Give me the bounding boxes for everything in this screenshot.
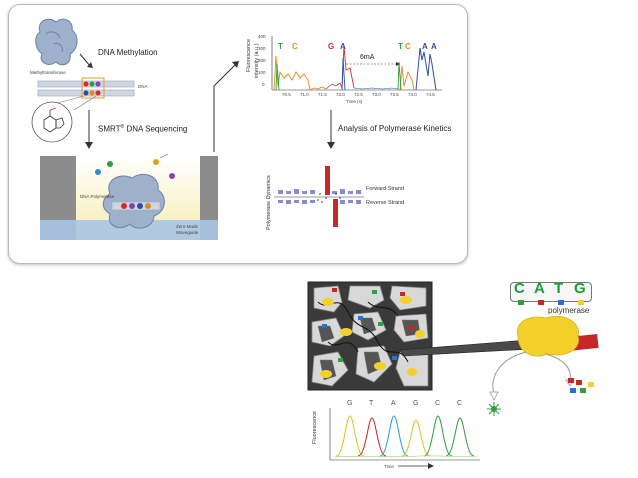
xtick: 70.5 [282,92,291,97]
dna-label: DNA [138,84,148,89]
nucleotide-letter: A [534,280,545,297]
time-arrow [398,463,434,469]
trace-base-letter: G [328,42,335,51]
nucleotide-key-dots [518,300,584,305]
trace-base-letter: A [340,42,346,51]
chromatogram-base: C [457,400,463,407]
smrt-text: SMRT [98,124,121,134]
chromatogram-base: G [413,400,419,407]
dna-polymerase-label: DNA Polymerase [80,194,115,199]
ytick: 100 [258,70,266,75]
kinetics-label: Analysis of Polymerase Kinetics [338,124,452,133]
ytick: 300 [258,46,266,51]
registered-mark: ® [120,124,125,130]
xtick: 71.5 [318,92,327,97]
dna-methylation-label: DNA Methylation [98,48,158,57]
zmw-label-line2: Waveguide [176,230,199,235]
polymerase-label: polymerase [548,306,590,315]
kinetics-arrow [327,110,335,149]
trace-yticks: 400 300 200 100 0 [258,34,274,94]
trace-base-letter: A [422,42,428,51]
forward-strand-label: Forward Strand [366,186,404,192]
xtick: 73.0 [372,92,381,97]
methyltransferase-label: Methyltransferase [30,70,66,75]
methyl-adenine-label: 6mA [360,54,375,61]
methyltransferase-illustration [35,18,78,66]
xtick: 74.5 [426,92,435,97]
trace-xticks: 70.5 71.0 71.5 72.0 72.5 73.0 73.5 74.0 … [272,92,442,100]
methylation-arrow [79,53,93,68]
trace-base-letter: C [405,42,411,51]
workflow-connector-arrow [213,61,239,152]
chromatogram-plot [329,408,480,461]
nucleotide-letter: G [574,280,586,297]
trace-base-letter: T [398,42,403,51]
trace-base-letter: C [292,42,298,51]
polymerase-dynamics-plot [274,166,364,227]
smrt-arrow [85,110,93,149]
ytick: 200 [258,58,266,63]
trace-xlabel: Time (s) [346,99,363,104]
chromatogram-base: T [369,400,374,407]
chromatogram-xlabel: Time [384,464,394,469]
fluorescence-trace-plot [271,36,442,91]
nucleotide-letter: T [554,280,564,297]
dynamics-ylabel: Polymerase Dynamics [266,175,272,230]
smrt-sequencing-label: SMRT® DNA Sequencing [98,124,187,134]
chromatogram-base: A [391,400,396,407]
emission-arrows [487,351,575,416]
reverse-strand-label: Reverse Strand [366,200,405,206]
chromatogram-base: G [347,400,353,407]
chromatogram-base: C [435,400,441,407]
nucleotide-key-box [510,282,592,302]
xtick: 72.0 [336,92,345,97]
dna-sequencing-text: DNA Sequencing [124,124,188,134]
xtick: 74.0 [408,92,417,97]
trace-base-letter: T [278,42,283,51]
free-nucleotides [568,378,594,393]
polymerase-illustration [517,315,579,357]
nucleotide-letter: C [514,280,525,297]
xtick: 72.5 [354,92,363,97]
zero-mode-waveguide-illustration [40,153,218,240]
dna-strand [37,77,135,99]
chromatogram-ylabel: Fluorescence [312,410,318,444]
trace-base-letter: A [431,42,437,51]
zmw-array-illustration [307,281,433,391]
ytick: 0 [262,82,265,87]
methyladenine-structure-icon [31,101,73,143]
ytick: 400 [258,34,266,39]
zmw-label-line1: Zero-Mode [176,224,199,229]
xtick: 71.0 [300,92,309,97]
trace-ylabel-line1: Fluorescence [246,38,252,72]
xtick: 73.5 [390,92,399,97]
